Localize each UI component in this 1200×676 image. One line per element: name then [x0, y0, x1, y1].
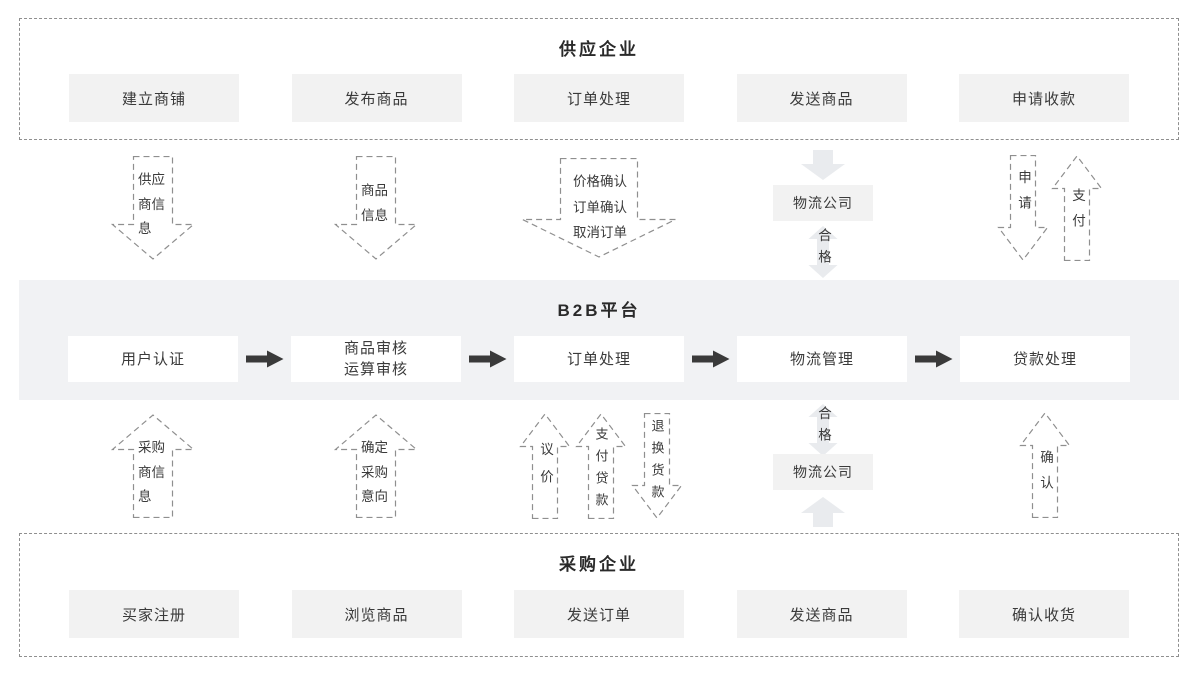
supplier-box-row: 建立商铺 发布商品 订单处理 发送商品 申请收款 — [69, 74, 1129, 122]
box-user-auth: 用户认证 — [68, 336, 238, 382]
purchaser-band: 采购企业 买家注册 浏览商品 发送订单 发送商品 确认收货 — [19, 533, 1179, 657]
purchase-intent-label: 确定采购意向 — [361, 440, 388, 504]
logistics-down-arrow-icon — [801, 150, 845, 180]
box-publish-goods: 发布商品 — [291, 74, 462, 122]
box-goods-review-label2: 运算审核 — [343, 361, 408, 378]
confirm-label: 确认 — [1038, 450, 1053, 501]
pay-loan-label: 支付贷款 — [593, 427, 609, 515]
box-send-goods-purchaser: 发送商品 — [736, 590, 907, 638]
logistics-company-box-lower: 物流公司 — [773, 454, 873, 490]
step-arrow-icon-3 — [691, 350, 729, 368]
box-goods-review-label: 商品审核 — [343, 340, 408, 357]
pay-up-arrow-icon — [1051, 155, 1103, 261]
box-buyer-register: 买家注册 — [69, 590, 239, 638]
box-logistics-management-label: 物流管理 — [789, 350, 854, 368]
order-confirm-line-1: 价格确认 — [573, 174, 627, 189]
box-browse-goods: 浏览商品 — [291, 590, 462, 638]
apply-down-arrow-icon — [997, 155, 1049, 261]
logistics-company-box-upper: 物流公司 — [773, 185, 873, 221]
box-logistics-management: 物流管理 — [737, 336, 907, 382]
step-arrow-icon-2 — [468, 350, 506, 368]
purchaser-box-row: 买家注册 浏览商品 发送订单 发送商品 确认收货 — [69, 590, 1129, 638]
box-apply-payment: 申请收款 — [959, 74, 1129, 122]
box-goods-review: 商品审核 运算审核 — [291, 336, 461, 382]
order-confirm-line-2: 订单确认 — [573, 199, 627, 215]
bargain-label: 议价 — [538, 442, 553, 497]
platform-box-row: 用户认证 商品审核 运算审核 订单处理 物流管理 — [68, 336, 1130, 382]
order-confirm-line-3: 取消订单 — [573, 225, 627, 240]
qualified-label-upper-wrap: 合格 — [806, 228, 840, 271]
bargain-up-arrow-icon — [519, 413, 571, 519]
pay-label-wrap: 支付 — [1051, 188, 1103, 239]
box-order-processing-platform-label: 订单处理 — [566, 350, 631, 368]
qualified-double-arrow-icon-upper — [808, 226, 838, 278]
qualified-double-arrow-icon-lower — [808, 404, 838, 456]
box-order-processing-platform: 订单处理 — [514, 336, 684, 382]
box-user-auth-label: 用户认证 — [120, 350, 185, 368]
box-order-processing-supplier: 订单处理 — [514, 74, 684, 122]
purchase-intent-up-arrow-icon — [334, 414, 418, 518]
box-confirm-receipt: 确认收货 — [959, 590, 1129, 638]
pay-loan-label-wrap: 支付贷款 — [575, 427, 627, 515]
apply-label-wrap: 申请 — [997, 170, 1049, 221]
qualified-label-upper: 合格 — [816, 228, 831, 271]
supplier-info-label: 供应商信息 — [138, 172, 165, 236]
apply-label: 申请 — [1016, 170, 1031, 221]
order-confirm-labels: 价格确认 订单确认 取消订单 — [549, 169, 651, 246]
box-loan-processing-label: 贷款处理 — [1012, 350, 1077, 368]
box-send-goods-supplier: 发送商品 — [736, 74, 907, 122]
platform-band: B2B平台 用户认证 商品审核 运算审核 订单处理 物流管理 — [19, 280, 1179, 400]
step-arrow-icon-1 — [245, 350, 283, 368]
return-refund-label: 退换货款 — [649, 419, 665, 507]
buyer-info-up-arrow-icon — [111, 414, 195, 518]
purchaser-band-title: 采购企业 — [559, 555, 639, 574]
product-info-label: 商品信息 — [361, 183, 388, 223]
platform-band-title: B2B平台 — [557, 301, 641, 320]
qualified-label-lower-wrap: 合格 — [806, 406, 840, 449]
step-arrow-icon-4 — [914, 350, 952, 368]
supplier-band: 供应企业 建立商铺 发布商品 订单处理 发送商品 申请收款 — [19, 18, 1179, 140]
qualified-label-lower: 合格 — [816, 406, 831, 449]
confirm-up-arrow-icon — [1019, 412, 1071, 518]
return-refund-label-wrap: 退换货款 — [631, 419, 683, 507]
buyer-info-label: 采购商信息 — [138, 440, 165, 504]
confirm-label-wrap: 确认 — [1019, 450, 1071, 501]
return-refund-down-arrow-icon — [631, 413, 683, 519]
box-establish-shop: 建立商铺 — [69, 74, 239, 122]
bargain-label-wrap: 议价 — [519, 442, 571, 497]
box-send-order: 发送订单 — [514, 590, 684, 638]
box-loan-processing: 贷款处理 — [960, 336, 1130, 382]
product-info-down-arrow-icon — [334, 156, 418, 260]
pay-loan-up-arrow-icon — [575, 413, 627, 519]
supplier-band-title: 供应企业 — [559, 40, 639, 59]
logistics-up-arrow-icon — [801, 497, 845, 527]
supplier-info-down-arrow-icon — [111, 156, 195, 260]
pay-label: 支付 — [1070, 188, 1085, 239]
